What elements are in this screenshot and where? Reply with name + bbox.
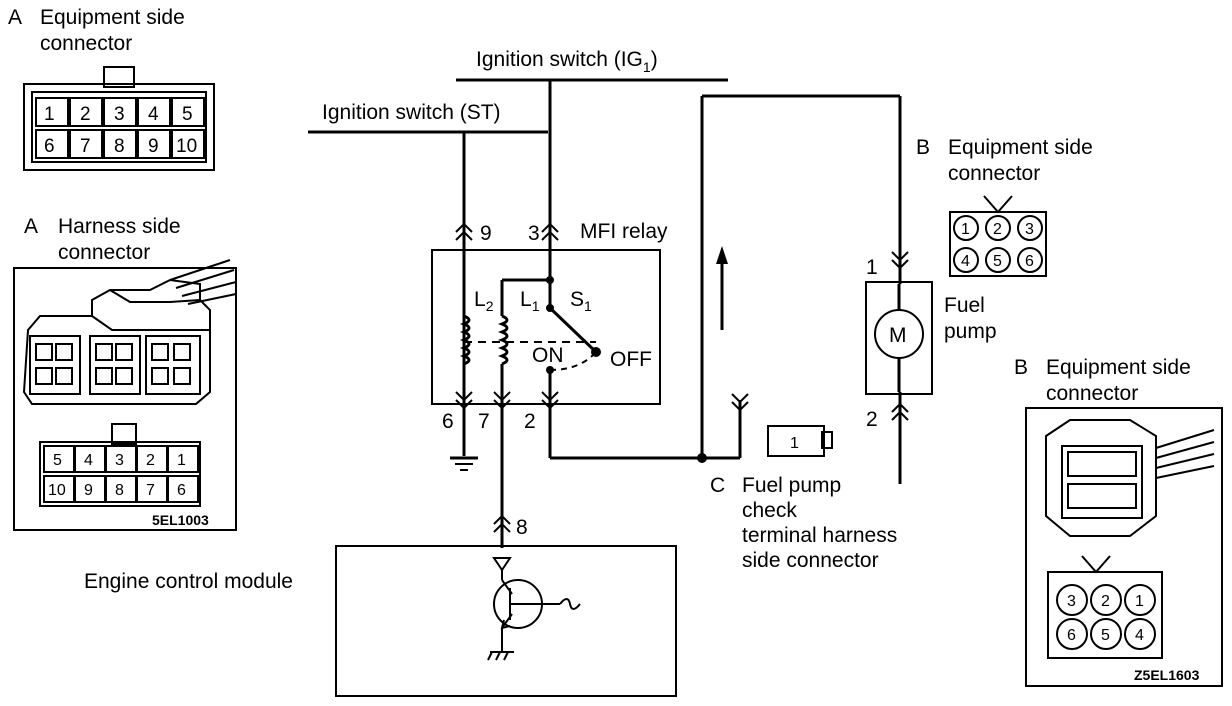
- c-pin: 1: [790, 435, 799, 452]
- b-right-pin: 1: [1135, 593, 1144, 610]
- a-harness-pin: 6: [177, 482, 186, 499]
- b-top-title: Equipment side: [948, 136, 1093, 159]
- a-equipment-title: Equipment side: [40, 6, 185, 29]
- relay-pin-7: 7: [478, 410, 490, 433]
- a-harness-pin: 8: [115, 482, 124, 499]
- ecm-pin-8: 8: [516, 516, 528, 539]
- relay-pin-6: 6: [442, 410, 454, 433]
- b-top-pin: 2: [993, 221, 1002, 238]
- b-right-pin: 3: [1067, 593, 1076, 610]
- a-harness-pin: 4: [84, 452, 93, 469]
- coil-l1-label: L1: [520, 288, 540, 314]
- b-right-pin: 6: [1067, 627, 1076, 644]
- c-check-connector: 1 C Fuel pump check terminal harness sid…: [710, 425, 897, 572]
- a-harness-title: Harness side: [58, 215, 181, 238]
- a-harness-pin: 7: [146, 482, 155, 499]
- mfi-relay: MFI relay 9 3 6 7 2 8 L2 L1 S1 ON OFF: [442, 220, 668, 539]
- b-right-pin: 5: [1101, 627, 1110, 644]
- c-title-3: terminal harness: [742, 524, 897, 547]
- c-title-2: check: [742, 499, 797, 522]
- a-harness-pin: 5: [53, 452, 62, 469]
- pump-pin-2: 2: [866, 408, 878, 431]
- switch-s1-label: S1: [570, 288, 592, 314]
- switch-off-label: OFF: [610, 348, 652, 371]
- fuel-pump: M Fuel pump 1 2: [865, 256, 997, 431]
- b-top-pin: 5: [993, 253, 1002, 270]
- a-equipment-letter: A: [8, 6, 22, 29]
- b-right-pin: 4: [1135, 627, 1144, 644]
- a-harness-code: 5EL1003: [152, 512, 209, 528]
- b-top-pin: 1: [961, 221, 970, 238]
- b-top-pin: 6: [1025, 253, 1034, 270]
- coil-l2-label: L2: [474, 288, 494, 314]
- circuit-wires: [431, 80, 909, 548]
- b-top-pin: 3: [1025, 221, 1034, 238]
- a-eq-pin: 10: [176, 136, 197, 157]
- b-right-letter: B: [1014, 356, 1028, 379]
- ig1-label: Ignition switch (IG1): [476, 48, 658, 75]
- a-harness-pin: 3: [115, 452, 124, 469]
- b-right-pin: 2: [1101, 593, 1110, 610]
- pump-label-2: pump: [944, 320, 997, 343]
- a-eq-pin: 7: [80, 136, 91, 157]
- st-label: Ignition switch (ST): [322, 101, 501, 124]
- motor-symbol: M: [889, 324, 907, 347]
- b-right-code: Z5EL1603: [1134, 667, 1200, 683]
- b-right-connector-drawing: [1045, 419, 1215, 537]
- relay-pin-2: 2: [524, 410, 536, 433]
- a-eq-pin: 4: [148, 104, 159, 125]
- a-eq-pin: 5: [182, 104, 193, 125]
- b-equipment-connector-top: B Equipment side connector 1 2 3 4 5 6: [916, 136, 1093, 277]
- relay-title: MFI relay: [580, 220, 668, 243]
- a-harness-pin: 9: [84, 482, 93, 499]
- a-equipment-connector: A Equipment side connector 1 2 3 4 5 6 7…: [8, 6, 215, 171]
- b-right-title: Equipment side: [1046, 356, 1191, 379]
- a-harness-title-2: connector: [58, 241, 150, 264]
- a-harness-connector: A Harness side connector: [13, 215, 237, 531]
- a-harness-letter: A: [24, 215, 38, 238]
- a-harness-pin: 1: [177, 452, 186, 469]
- supply-lines: Ignition switch (IG1) Ignition switch (S…: [308, 48, 728, 134]
- switch-on-label: ON: [532, 344, 564, 367]
- engine-control-module: Engine control module: [84, 545, 677, 697]
- c-title: Fuel pump: [742, 474, 841, 497]
- pump-label: Fuel: [944, 294, 985, 317]
- ecm-label: Engine control module: [84, 570, 293, 593]
- a-eq-pin: 9: [148, 136, 159, 157]
- a-harness-pin: 2: [146, 452, 155, 469]
- c-letter: C: [710, 474, 725, 497]
- b-right-title-2: connector: [1046, 382, 1138, 405]
- relay-pin-9: 9: [480, 222, 492, 245]
- a-equipment-title-2: connector: [40, 32, 132, 55]
- a-harness-pin: 10: [48, 482, 66, 499]
- a-eq-pin: 6: [44, 136, 55, 157]
- a-eq-pin: 8: [114, 136, 125, 157]
- relay-pin-3: 3: [528, 222, 540, 245]
- a-eq-pin: 2: [80, 104, 91, 125]
- b-top-pin: 4: [961, 253, 970, 270]
- b-equipment-connector-right: B Equipment side connector 3 2 1 6 5 4 Z…: [1014, 356, 1223, 687]
- pump-pin-1: 1: [866, 256, 878, 279]
- c-title-4: side connector: [742, 549, 879, 572]
- b-top-letter: B: [916, 136, 930, 159]
- a-harness-connector-drawing: [22, 259, 237, 405]
- b-top-title-2: connector: [948, 162, 1040, 185]
- a-eq-pin: 1: [44, 104, 55, 125]
- a-eq-pin: 3: [114, 104, 125, 125]
